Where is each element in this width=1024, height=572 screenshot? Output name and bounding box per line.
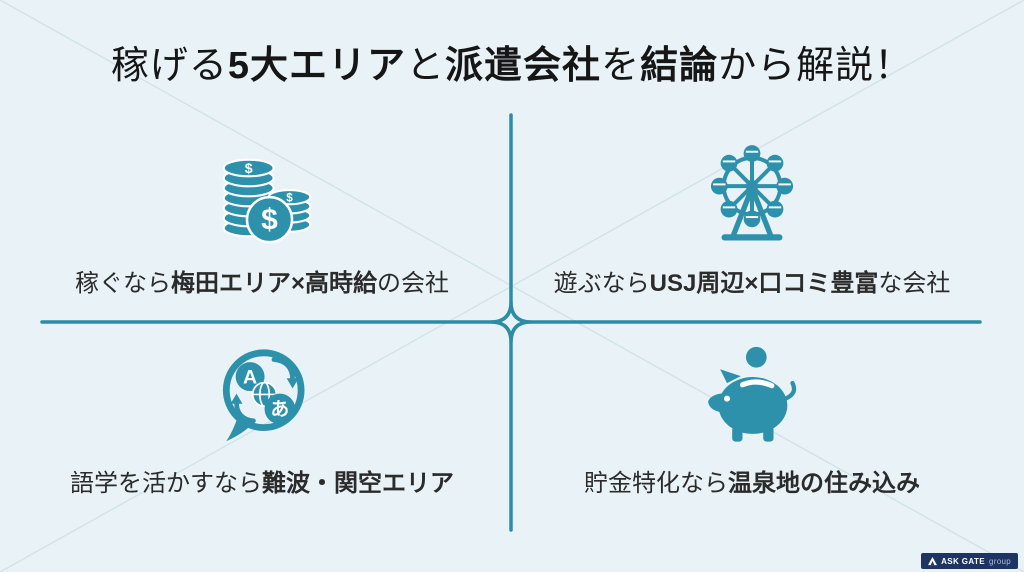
askgate-triangle-icon	[928, 556, 938, 565]
ferris-wheel-icon	[699, 142, 805, 248]
translation-icon: A あ	[211, 342, 313, 448]
logo-brand-text: ASK GATE	[941, 556, 986, 566]
quadrant-play-usj: 遊ぶならUSJ周辺×口コミ豊富な会社	[532, 142, 972, 298]
quadrant-language-namba: A あ 語学を活かすなら難波・関空エリア	[52, 342, 472, 498]
logo-suffix-text: group	[989, 556, 1011, 566]
caption-language-namba: 語学を活かすなら難波・関空エリア	[70, 470, 454, 497]
quadrant-saving-onsen: 貯金特化なら温泉地の住み込み	[532, 342, 972, 498]
askgate-logo-badge: ASK GATE group	[921, 553, 1018, 569]
caption-earn-umeda: 稼ぐなら梅田エリア×高時給の会社	[74, 270, 449, 297]
svg-text:$: $	[261, 204, 278, 237]
caption-saving-onsen: 貯金特化なら温泉地の住み込み	[584, 470, 920, 497]
svg-text:A: A	[243, 366, 257, 388]
caption-play-usj: 遊ぶならUSJ周辺×口コミ豊富な会社	[553, 270, 951, 297]
svg-text:あ: あ	[271, 400, 290, 421]
center-sparkle	[490, 301, 532, 343]
piggy-bank-icon	[696, 342, 808, 448]
quadrant-earn-umeda: $ $ $ 稼ぐなら梅田エリア×高時給の会社	[52, 142, 472, 298]
coins-icon: $ $ $	[212, 142, 312, 248]
svg-text:$: $	[245, 161, 253, 177]
slide-title: 稼げる5大エリアと派遣会社を結論から解説！	[110, 45, 914, 87]
svg-text:$: $	[286, 192, 293, 205]
